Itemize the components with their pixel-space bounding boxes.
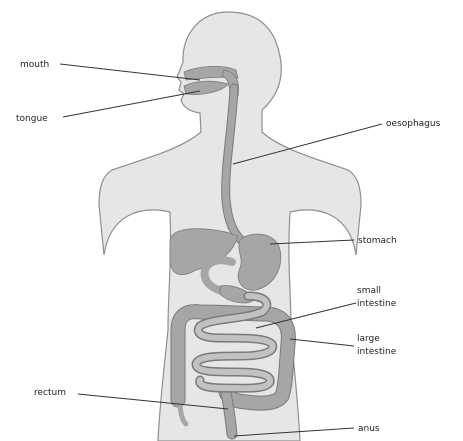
label-mouth: mouth <box>20 60 49 70</box>
leader-large-intestine <box>290 339 354 346</box>
label-small-intestine-line1: small <box>357 286 381 296</box>
leader-tongue <box>63 91 200 117</box>
label-oesophagus: oesophagus <box>386 119 441 129</box>
label-rectum: rectum <box>34 388 66 398</box>
label-tongue: tongue <box>16 114 48 124</box>
label-stomach: stomach <box>358 236 397 246</box>
rectum-fill <box>226 392 232 434</box>
label-small-intestine-line2: intestine <box>357 299 397 309</box>
label-anus: anus <box>358 424 380 434</box>
label-large-intestine-line1: large <box>357 334 380 344</box>
label-large-intestine-line2: intestine <box>357 347 397 357</box>
